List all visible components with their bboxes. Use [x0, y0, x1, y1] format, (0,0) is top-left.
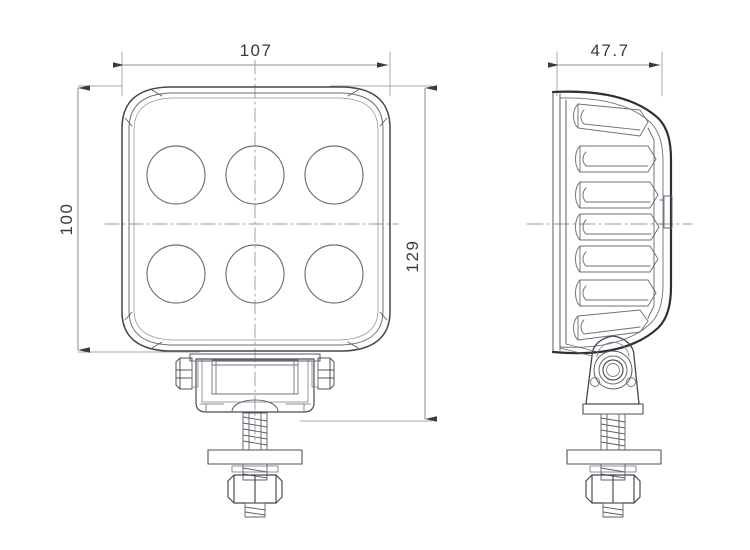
wire-entry-boss: [663, 195, 673, 229]
pivot-bracket-inner: [596, 341, 630, 358]
lock-washer: [231, 465, 279, 473]
mounting-stud-assembly-front: [207, 412, 303, 518]
front-view-centerlines: [104, 59, 399, 441]
side-rear-spine: [647, 127, 673, 319]
heatsink-fin-6: [575, 279, 657, 307]
pivot-bracket-body: [585, 335, 640, 405]
heatsink-fin-2: [575, 145, 657, 173]
led-lens-1: [146, 145, 206, 205]
dimension-47-7: 47.7: [548, 41, 661, 68]
dimension-label-129: 129: [403, 240, 422, 273]
bracket-bolt-left: [175, 357, 193, 390]
stud-tail: [244, 502, 266, 518]
bracket-knuckle-arm: [559, 343, 599, 357]
heatsink-fin-1: [573, 103, 649, 137]
heatsink-fin-stack: [573, 103, 660, 341]
housing-corner-ticks: [124, 89, 388, 349]
housing-silhouette: [551, 90, 673, 355]
led-lens-3: [304, 145, 364, 205]
side-housing-profile: [551, 90, 673, 355]
mounting-bracket-side: [559, 335, 644, 415]
housing-lens-frame: [133, 97, 379, 341]
mounting-stud-assembly-side: [566, 413, 662, 518]
bracket-bolt-washers: [191, 360, 319, 388]
side-view-extension-lines: [556, 51, 663, 97]
bracket-dome-boss: [231, 399, 279, 413]
hex-nut-side: [585, 474, 641, 504]
bracket-lug-left: [590, 377, 600, 387]
bracket-lug-right: [626, 377, 636, 387]
hex-nut: [227, 474, 283, 504]
bracket-foot-flanges: [199, 403, 311, 413]
housing-outline: [121, 86, 391, 352]
housing-inner-bezel: [128, 92, 384, 346]
dimension-label-100: 100: [57, 203, 76, 236]
bracket-rib-panel: [211, 359, 299, 395]
led-lens-2: [225, 145, 285, 205]
pivot-boss: [593, 350, 633, 390]
led-lens-5: [225, 244, 285, 304]
dimension-100: 100: [57, 85, 90, 353]
dimension-label-107: 107: [240, 41, 273, 60]
bracket-bolt-right: [317, 357, 335, 390]
side-view: 47.7: [526, 41, 693, 518]
bracket-base-plate: [582, 403, 644, 415]
lock-washer-side: [589, 465, 637, 473]
stud-thread-upper-side: [600, 413, 626, 451]
dimension-label-47-7: 47.7: [590, 41, 629, 60]
washer-plate: [207, 449, 303, 465]
bracket-inner-edge: [201, 359, 309, 403]
heatsink-fin-3: [575, 181, 659, 209]
led-lens-array: [146, 145, 364, 304]
heatsink-fin-4: [575, 213, 660, 241]
led-lens-6: [304, 244, 364, 304]
dimension-129: 129: [403, 85, 437, 422]
lamp-housing-front: [121, 86, 391, 352]
heatsink-fin-5: [575, 245, 659, 273]
heatsink-fin-7: [573, 309, 649, 341]
front-view: 107 100 129: [57, 41, 437, 518]
dimension-107: 107: [113, 41, 389, 68]
stud-tail-side: [602, 502, 624, 518]
side-lens-face: [552, 91, 567, 353]
mounting-bracket-front: [175, 353, 335, 413]
washer-plate-side: [566, 449, 662, 465]
led-lens-4: [146, 244, 206, 304]
